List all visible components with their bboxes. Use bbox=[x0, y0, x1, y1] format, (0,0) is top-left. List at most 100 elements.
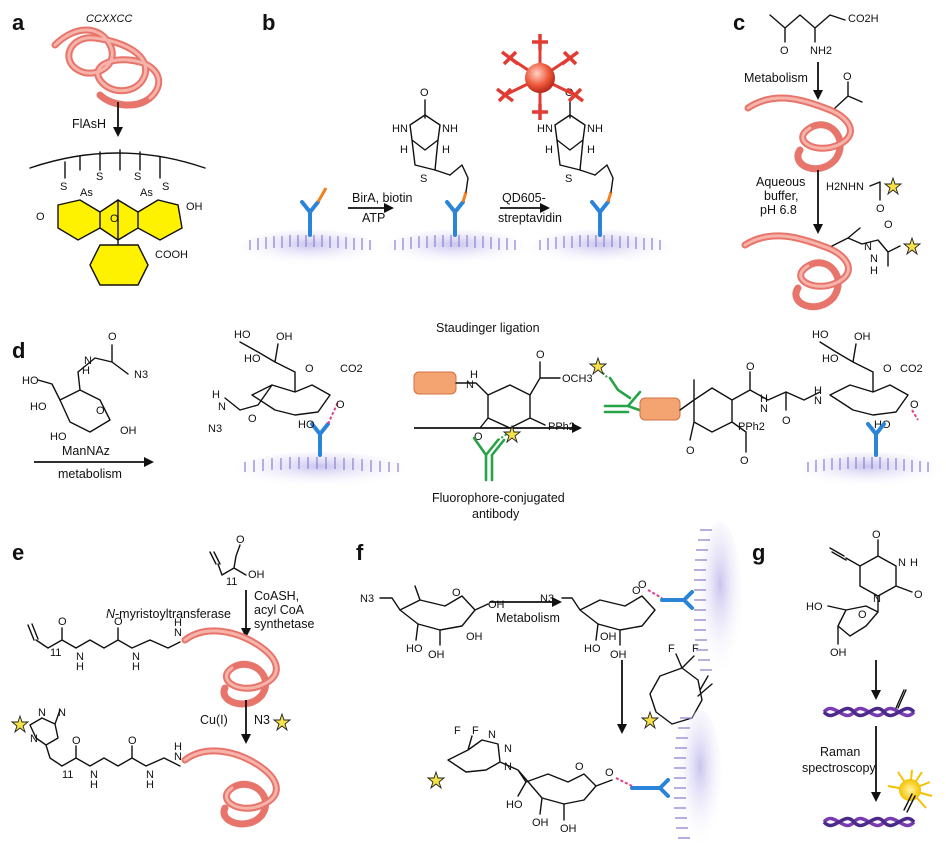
f-prod-oh-1: OH bbox=[532, 817, 549, 829]
f-cell-oh-1: OH bbox=[600, 631, 617, 643]
difluorocyclooctyne bbox=[649, 653, 713, 725]
e-chain1-o-1: O bbox=[58, 616, 67, 628]
metabolism-label-d: metabolism bbox=[58, 467, 122, 481]
f-membrane-1 bbox=[694, 522, 742, 678]
e-enzyme-name: -myristoyltransferase bbox=[115, 607, 231, 621]
cell-glycan-1 bbox=[561, 595, 656, 646]
f-prod-n-1: N bbox=[488, 729, 496, 741]
panel-letter-a: a bbox=[12, 10, 25, 35]
e-prod-o-2: O bbox=[128, 735, 137, 747]
f-sugar-oh-3: OH bbox=[428, 649, 445, 661]
receptor-d2 bbox=[866, 422, 886, 457]
ketone-amino-acid bbox=[769, 14, 846, 43]
fluorophore-star-f2 bbox=[426, 770, 446, 790]
f-glycan-link-2 bbox=[615, 777, 633, 787]
d-sia-link-o: O bbox=[336, 399, 345, 411]
biotin1-nh: NH bbox=[442, 123, 458, 135]
e-chain1-o-2: O bbox=[114, 616, 123, 628]
d-mannaz-n3: N3 bbox=[134, 369, 148, 381]
panel-a: a CCXXCC FlAsH S S S S As As O OH O COOH bbox=[12, 10, 206, 286]
sulfur-4: S bbox=[162, 181, 169, 193]
fluorophore-star-d2 bbox=[588, 356, 608, 376]
d-prod-p-oxide: O bbox=[740, 455, 749, 467]
f-prod-f-1: F bbox=[454, 725, 461, 737]
d-prod-n-1: N bbox=[760, 403, 768, 415]
protein-ribbon-e1 bbox=[181, 627, 280, 708]
e-acyl-coa-label: acyl CoA bbox=[254, 603, 305, 617]
protein-ribbon-a bbox=[51, 26, 163, 109]
panel-b: b O HN NH H H S bbox=[240, 10, 670, 266]
d-phos-nh: H bbox=[470, 369, 478, 381]
d-prod-co2: CO2 bbox=[900, 363, 923, 375]
raman-label: Raman bbox=[820, 745, 860, 759]
f-prod-link-o: O bbox=[605, 767, 614, 779]
cysteine-motif-label: CCXXCC bbox=[86, 13, 133, 25]
c2-nh: N bbox=[870, 253, 878, 265]
g-edu-nh: N bbox=[898, 557, 906, 569]
e-cu-label: Cu(I) bbox=[200, 713, 228, 727]
d-prod-ho-2: HO bbox=[822, 353, 839, 365]
g-alkyne-tag bbox=[895, 689, 907, 709]
mannaz-label: ManNAz bbox=[62, 444, 110, 458]
staudinger-product-core bbox=[679, 371, 821, 453]
biotin1-oxygen: O bbox=[420, 87, 429, 99]
phosphine-cargo-box bbox=[413, 371, 457, 395]
triazole-glycan-product bbox=[447, 735, 613, 821]
d-sia-n: N bbox=[218, 401, 226, 413]
arsenic-1: As bbox=[80, 187, 93, 199]
f-cell-link-o: O bbox=[638, 579, 647, 591]
panel-letter-g: g bbox=[752, 540, 765, 565]
d-phos-ester-o: O bbox=[536, 349, 545, 361]
f-sugar-oh-1: OH bbox=[488, 599, 505, 611]
cysteine-linkers bbox=[64, 149, 161, 179]
sulfur-1: S bbox=[60, 181, 67, 193]
aqueous-label: Aqueous bbox=[756, 175, 805, 189]
panel-d: d O N3 H N HO HO HO O OH ManNAz metaboli… bbox=[12, 321, 938, 521]
atp-label: ATP bbox=[362, 211, 385, 225]
fluorophore-star-e2 bbox=[10, 714, 30, 734]
fluorophore-star-d1 bbox=[502, 424, 522, 444]
f-cyclooctyne-f-1: F bbox=[668, 643, 675, 655]
e-enzyme-n: N bbox=[106, 607, 116, 621]
ring-oxygen: O bbox=[110, 213, 119, 225]
c1-oxygen: O bbox=[843, 71, 852, 83]
d-prod-oh-1: OH bbox=[854, 331, 871, 343]
c2-oxygen: O bbox=[884, 219, 893, 231]
protein-surface-line bbox=[29, 152, 206, 169]
panel-c: c O CO2H NH2 Metabolism O Aqueous buffer… bbox=[733, 10, 922, 311]
d-prod-o-3: O bbox=[782, 415, 791, 427]
sulfur-2: S bbox=[96, 171, 103, 183]
d-prod-h-2: H bbox=[814, 385, 822, 397]
ph-label: pH 6.8 bbox=[760, 203, 797, 217]
c2-h: H bbox=[870, 265, 878, 277]
e-chain1-n-2: N bbox=[132, 651, 140, 663]
d-sia-ring-o: O bbox=[305, 363, 314, 375]
biotin1-sulfur: S bbox=[420, 173, 427, 185]
d-phos-pph2: PPh2 bbox=[548, 421, 575, 433]
fluorophore-star-f1 bbox=[640, 710, 660, 730]
d-sia-ho-2: HO bbox=[244, 353, 261, 365]
d-mannaz-ho-mid: HO bbox=[30, 401, 47, 413]
hydrazide-carbonyl bbox=[869, 181, 881, 201]
quantum-dot-streptavidin bbox=[495, 34, 585, 120]
f-cell-n3: N3 bbox=[540, 593, 554, 605]
f-prod-n-2: N bbox=[504, 743, 512, 755]
panel-letter-c: c bbox=[733, 10, 745, 35]
sialic-acid-azide bbox=[224, 341, 331, 416]
d-sia-carbonyl-o: O bbox=[248, 413, 257, 425]
e-chain1-h-3: H bbox=[174, 617, 182, 629]
raman-signal-burst bbox=[887, 769, 933, 813]
e-prod-h-3: H bbox=[174, 741, 182, 753]
d-sia-n3: N3 bbox=[208, 423, 222, 435]
membrane-d1 bbox=[235, 452, 405, 488]
membrane-b2 bbox=[385, 230, 525, 266]
e-prod-h-1: H bbox=[90, 779, 98, 791]
d-prod-link-o: O bbox=[910, 399, 919, 411]
g-edu-n: N bbox=[873, 593, 881, 605]
f-prod-n-3: N bbox=[504, 761, 512, 773]
g-edu-o-2: O bbox=[914, 589, 923, 601]
product-sialic-acid bbox=[819, 341, 909, 416]
f-cell-oh-2: OH bbox=[610, 649, 627, 661]
receptor-b1 bbox=[300, 200, 320, 237]
d-prod-o-2: O bbox=[746, 361, 755, 373]
